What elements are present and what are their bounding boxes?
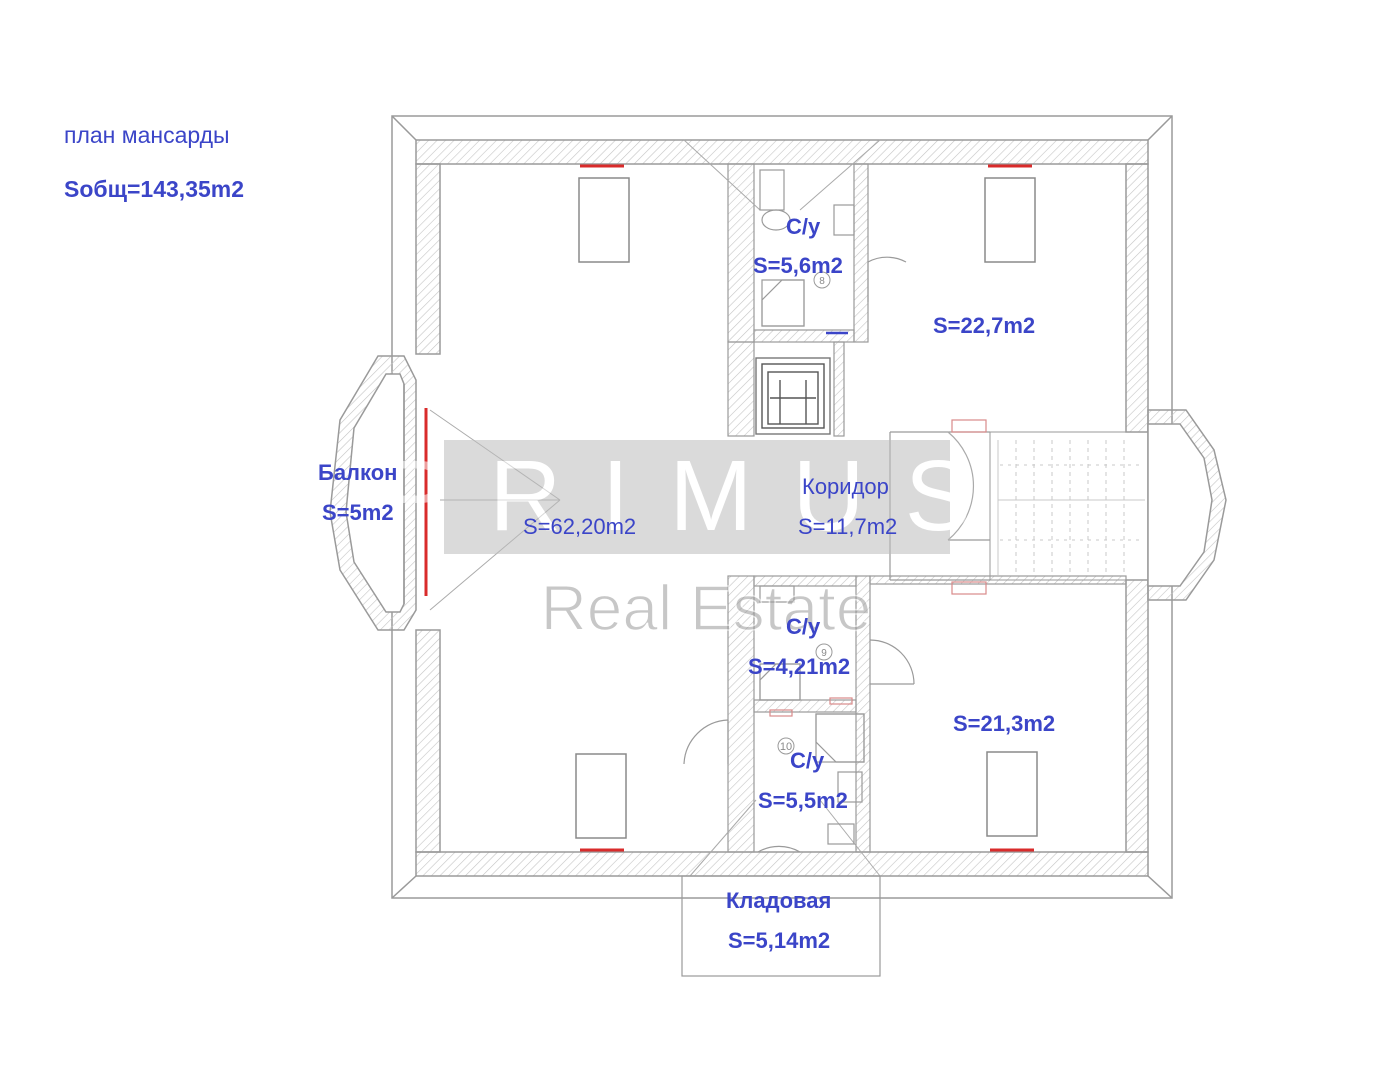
corridor-name: Коридор [802,474,889,499]
bath9-number: 9 [821,648,827,659]
watermark-brand: PRIMUS [383,440,1012,552]
balcony-area: S=5m2 [322,500,394,525]
main-hall-area: S=62,20m2 [523,514,636,539]
chimney-icon [755,357,831,435]
bath9-area: S=4,21m2 [748,654,850,679]
bath10-area: S=5,5m2 [758,788,848,813]
bedroom-se-area: S=21,3m2 [953,711,1055,736]
bed-icons [575,177,1038,839]
watermark: PRIMUS Real Estate [383,440,1012,645]
storage-outline [681,875,881,977]
total-area: Sобщ=143,35m2 [64,176,245,202]
window-marks [424,164,1034,852]
staircase [989,431,1149,581]
bath9-fixtures [759,585,915,701]
bath10-number: 10 [780,741,792,753]
bath8-fixtures [759,169,907,327]
balcony-outline [329,355,417,631]
storage-name: Кладовая [726,888,831,913]
bath9-name: С/у [786,614,821,639]
storage-area: S=5,14m2 [728,928,830,953]
balcony-name: Балкон [318,460,397,485]
room-numbers [777,271,833,755]
exterior-walls [415,139,1149,877]
bath8-number: 8 [819,276,825,287]
bath8-name: С/у [786,214,821,239]
watermark-tagline: Real Estate [541,572,872,644]
bath8-area: S=5,6m2 [753,253,843,278]
east-bay-outline [1147,409,1227,601]
plan-title: план мансарды [64,122,230,148]
bath10-name: С/у [790,748,825,773]
bedroom-ne-area: S=22,7m2 [933,313,1035,338]
bath10-fixtures [683,713,865,853]
door-markers [769,419,987,717]
corridor-area: S=11,7m2 [798,514,897,539]
